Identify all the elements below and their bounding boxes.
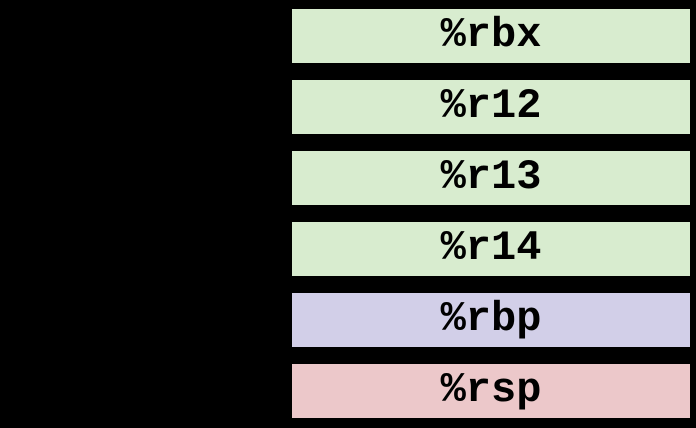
register-box-rbx: %rbx [291,8,691,64]
register-column: %rbx %r12 %r13 %r14 %rbp %rsp [291,8,691,419]
register-box-r13: %r13 [291,150,691,206]
register-label-rbx: %rbx [440,11,542,59]
register-box-r12: %r12 [291,79,691,135]
register-box-rsp: %rsp [291,363,691,419]
register-box-r14: %r14 [291,221,691,277]
register-box-rbp: %rbp [291,292,691,348]
register-label-r12: %r12 [440,82,542,130]
register-label-rbp: %rbp [440,295,542,343]
register-label-rsp: %rsp [440,366,542,414]
register-label-r14: %r14 [440,224,542,272]
register-label-r13: %r13 [440,153,542,201]
